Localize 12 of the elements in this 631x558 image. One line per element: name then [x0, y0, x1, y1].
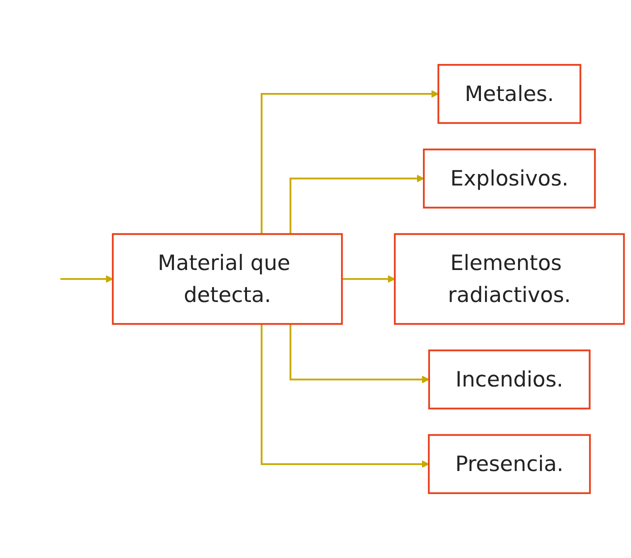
arrow: [341, 275, 396, 283]
node-box: Material que detecta.: [112, 233, 343, 325]
node-box: Presencia.: [428, 434, 591, 494]
node-box: Incendios.: [428, 350, 591, 410]
arrow: [290, 324, 430, 384]
arrow: [59, 275, 114, 283]
node-box: Metales.: [437, 64, 582, 124]
arrow: [290, 174, 424, 234]
arrow: [260, 324, 430, 468]
arrow: [260, 90, 439, 234]
node-box: Explosivos.: [422, 148, 596, 208]
node-box: Elementos radiactivos.: [394, 233, 625, 325]
